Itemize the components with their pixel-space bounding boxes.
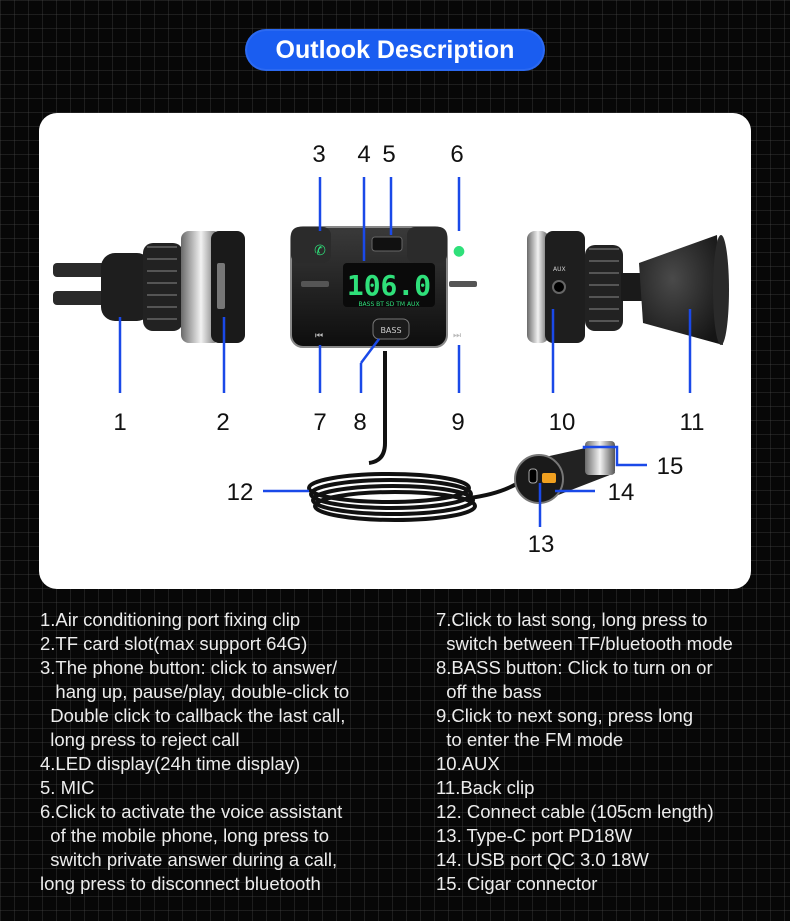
callout-6: 6 — [450, 141, 464, 168]
list-item: switch between TF/bluetooth mode — [436, 633, 733, 654]
list-item: switch private answer during a call, — [40, 849, 338, 870]
list-item: 9.Click to next song, press long — [436, 705, 694, 726]
list-item: 3.The phone button: click to answer/ — [40, 657, 338, 678]
list-item: of the mobile phone, long press to — [40, 825, 329, 846]
list-item: 12. Connect cable (105cm length) — [436, 801, 714, 822]
callout-14: 14 — [607, 479, 635, 506]
connect-cable — [307, 351, 531, 522]
front-device: ✆ ● 106.0 BASS BT SD TM AUX BASS ⏮ ⏭ — [290, 226, 477, 348]
bass-label: BASS — [380, 326, 401, 335]
list-item: 14. USB port QC 3.0 18W — [436, 849, 649, 870]
back-clip-device: AUX — [527, 231, 729, 345]
leader-lines — [118, 177, 692, 527]
callout-1: 1 — [113, 409, 127, 436]
product-diagram-panel: ✆ ● 106.0 BASS BT SD TM AUX BASS ⏮ ⏭ AUX — [39, 113, 751, 589]
product-illustration: ✆ ● 106.0 BASS BT SD TM AUX BASS ⏮ ⏭ AUX — [53, 177, 729, 527]
callout-8: 8 — [353, 409, 367, 436]
list-item: long press to disconnect bluetooth — [40, 873, 321, 894]
page-title: Outlook Description — [245, 29, 545, 71]
callout-10: 10 — [548, 409, 576, 436]
svg-text:⏮: ⏮ — [315, 331, 323, 341]
callout-5: 5 — [382, 141, 396, 168]
list-item: 11.Back clip — [436, 777, 535, 798]
list-item: to enter the FM mode — [436, 729, 624, 750]
callout-15: 15 — [656, 453, 684, 480]
list-item: 6.Click to activate the voice assistant — [40, 801, 343, 822]
list-item: 4.LED display(24h time display) — [40, 753, 301, 774]
callout-12: 12 — [226, 479, 254, 506]
cigar-charger — [514, 441, 615, 504]
list-item: Double click to callback the last call, — [40, 705, 346, 726]
svg-text:✆: ✆ — [314, 243, 326, 259]
list-item: 5. MIC — [40, 777, 95, 798]
list-item: off the bass — [436, 681, 542, 702]
feature-list-right: 7.Click to last song, long press to swit… — [436, 608, 781, 896]
callout-13: 13 — [527, 531, 555, 558]
callout-2: 2 — [216, 409, 230, 436]
svg-text:⏭: ⏭ — [453, 331, 461, 341]
callout-3: 3 — [312, 141, 326, 168]
callout-11: 11 — [679, 409, 705, 436]
list-item: 7.Click to last song, long press to — [436, 609, 708, 630]
callout-4: 4 — [357, 141, 371, 168]
list-item: 13. Type-C port PD18W — [436, 825, 633, 846]
lcd-frequency: 106.0 — [347, 269, 431, 302]
lcd-modes: BASS BT SD TM AUX — [358, 301, 419, 308]
list-item: 2.TF card slot(max support 64G) — [40, 633, 308, 654]
svg-text:●: ● — [453, 243, 465, 259]
callout-9: 9 — [451, 409, 465, 436]
list-item: 10.AUX — [436, 753, 500, 774]
list-item: 1.Air conditioning port fixing clip — [40, 609, 301, 630]
aux-label: AUX — [553, 266, 566, 273]
list-item: long press to reject call — [40, 729, 240, 750]
callout-7: 7 — [313, 409, 327, 436]
list-item: 8.BASS button: Click to turn on or — [436, 657, 713, 678]
vent-clip-device — [53, 231, 245, 343]
list-item: 15. Cigar connector — [436, 873, 598, 894]
feature-list-left: 1.Air conditioning port fixing clip 2.TF… — [40, 608, 420, 896]
list-item: hang up, pause/play, double-click to — [40, 681, 350, 702]
